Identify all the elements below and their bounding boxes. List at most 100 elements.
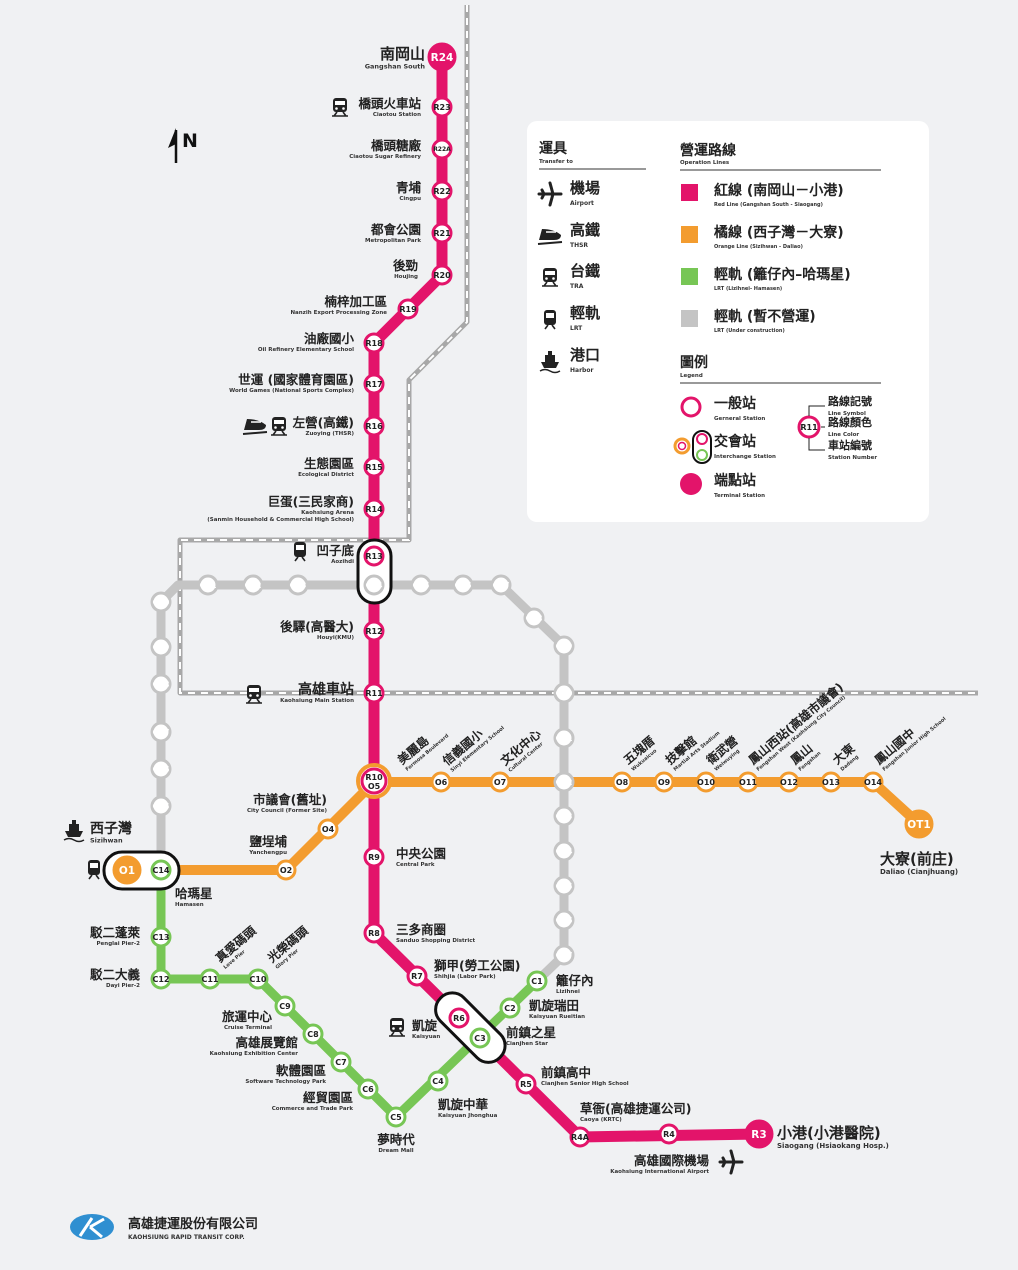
station-o10[interactable]: O10: [695, 771, 717, 793]
station-ot1[interactable]: OT1: [904, 809, 934, 839]
station-c11[interactable]: C11: [199, 968, 221, 990]
station-r4[interactable]: R4: [658, 1123, 680, 1145]
station-c24[interactable]: C24: [363, 574, 385, 596]
station-c27[interactable]: C27: [490, 574, 512, 596]
station-name-en: Software Technology Park: [245, 1079, 326, 1085]
station-r22a[interactable]: R22A: [431, 138, 453, 160]
station-c2[interactable]: C2: [499, 997, 521, 1019]
station-c6[interactable]: C6: [357, 1078, 379, 1100]
station-c30[interactable]: C30: [553, 682, 575, 704]
station-code: C21: [199, 581, 216, 590]
station-c20[interactable]: C20: [150, 591, 172, 613]
station-c13[interactable]: C13: [150, 926, 172, 948]
station-r21[interactable]: R21: [431, 222, 453, 244]
station-r4a[interactable]: R4A: [569, 1126, 591, 1148]
station-c5[interactable]: C5: [385, 1106, 407, 1128]
station-code: R20: [433, 271, 451, 280]
station-o11[interactable]: O11: [737, 771, 759, 793]
station-c18[interactable]: C18: [150, 673, 172, 695]
station-r12[interactable]: R12: [363, 620, 385, 642]
station-r18[interactable]: R18: [363, 332, 385, 354]
station-r3[interactable]: R3: [744, 1119, 774, 1149]
label-ot1: 大寮(前庄)Daliao (Cianjhuang): [880, 850, 958, 876]
station-marker: [526, 970, 548, 992]
station-o2[interactable]: O2: [275, 859, 297, 881]
station-c34[interactable]: C34: [553, 840, 575, 862]
station-c25[interactable]: C25: [410, 574, 432, 596]
station-o12[interactable]: O12: [778, 771, 800, 793]
station-o1[interactable]: O1: [112, 855, 142, 885]
station-code: O14: [864, 778, 882, 787]
station-c37[interactable]: C37: [553, 944, 575, 966]
station-r22[interactable]: R22: [431, 180, 453, 202]
station-c26[interactable]: C26: [452, 574, 474, 596]
station-code: C25: [412, 581, 429, 590]
station-r6[interactable]: R6: [448, 1007, 470, 1029]
station-c19[interactable]: C19: [150, 636, 172, 658]
station-r20[interactable]: R20: [431, 264, 453, 286]
station-c7[interactable]: C7: [330, 1051, 352, 1073]
station-r16[interactable]: R16: [363, 415, 385, 437]
station-o9[interactable]: O9: [653, 771, 675, 793]
station-c8[interactable]: C8: [302, 1023, 324, 1045]
station-name-en: Houyi(KMU): [317, 635, 354, 641]
station-c15[interactable]: C15: [150, 795, 172, 817]
station-c16[interactable]: C16: [150, 758, 172, 780]
station-r11[interactable]: R11: [363, 682, 385, 704]
station-c9[interactable]: C9: [274, 995, 296, 1017]
station-r7[interactable]: R7: [406, 965, 428, 987]
station-name-en: World Games (National Sports Complex): [229, 388, 354, 394]
station-c36[interactable]: C36: [553, 909, 575, 931]
station-code: C33: [555, 812, 572, 821]
station-r5[interactable]: R5: [515, 1073, 537, 1095]
station-c1[interactable]: C1: [526, 970, 548, 992]
legend-mode-en: LRT: [570, 325, 583, 332]
station-c35[interactable]: C35: [553, 875, 575, 897]
station-o7[interactable]: O7: [489, 771, 511, 793]
station-name-en: City Council (Former Site): [247, 808, 327, 814]
station-c12[interactable]: C12: [150, 968, 172, 990]
station-c31[interactable]: C31: [553, 727, 575, 749]
station-marker: [150, 859, 172, 881]
station-c22[interactable]: C22: [242, 574, 264, 596]
station-r24[interactable]: R24: [427, 42, 457, 72]
station-c32[interactable]: C32: [553, 771, 575, 793]
station-c10[interactable]: C10: [247, 968, 269, 990]
station-r14[interactable]: R14: [363, 498, 385, 520]
station-r15[interactable]: R15: [363, 456, 385, 478]
station-c23[interactable]: C23: [287, 574, 309, 596]
station-name-zh: 經貿園區: [303, 1090, 354, 1105]
station-c4[interactable]: C4: [427, 1070, 449, 1092]
station-c21[interactable]: C21: [197, 574, 219, 596]
station-c3[interactable]: C3: [469, 1027, 491, 1049]
station-marker: [431, 264, 453, 286]
station-code: C11: [201, 975, 218, 984]
station-o4[interactable]: O4: [317, 818, 339, 840]
station-c33[interactable]: C33: [553, 805, 575, 827]
station-r17[interactable]: R17: [363, 373, 385, 395]
station-c14[interactable]: C14: [150, 859, 172, 881]
station-r8[interactable]: R8: [363, 922, 385, 944]
station-r13[interactable]: R13: [363, 545, 385, 567]
tra-railway-dash: [179, 5, 978, 694]
station-name-en: Dayi Pier-2: [106, 983, 140, 989]
station-c17[interactable]: C17: [150, 721, 172, 743]
station-c28[interactable]: C28: [523, 607, 545, 629]
station-r9[interactable]: R9: [363, 846, 385, 868]
tra-icon-zuoying: [271, 417, 287, 436]
station-o8[interactable]: O8: [611, 771, 633, 793]
station-marker: [452, 574, 474, 596]
station-o6[interactable]: O6: [430, 771, 452, 793]
station-r19[interactable]: R19: [397, 298, 419, 320]
station-o13[interactable]: O13: [820, 771, 842, 793]
station-o14[interactable]: O14: [862, 771, 884, 793]
station-name-zh: 橋頭火車站: [358, 96, 421, 111]
station-marker: [363, 574, 385, 596]
station-c29[interactable]: C29: [553, 635, 575, 657]
station-marker: [737, 771, 759, 793]
station-r23[interactable]: R23: [431, 96, 453, 118]
airport-icon: [537, 181, 563, 207]
